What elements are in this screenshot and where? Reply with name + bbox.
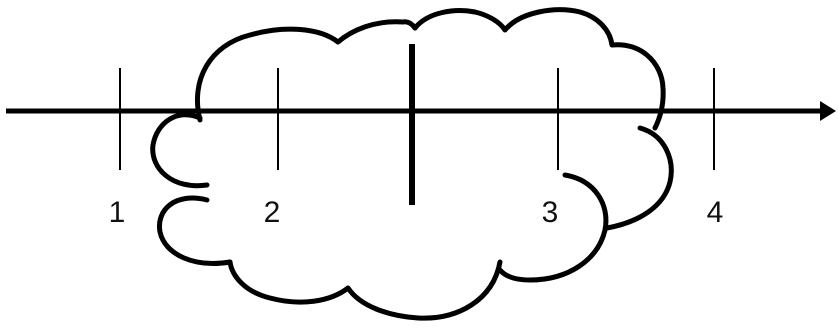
cloud-bottom-bumps [230, 262, 500, 318]
axis-arrowhead [820, 101, 836, 121]
tick-label-4: 4 [695, 198, 735, 228]
number-line [6, 101, 836, 121]
cloud-left-lower-bump [159, 198, 230, 263]
tick-label-3: 3 [530, 198, 570, 228]
cloud-top-left-bump [197, 22, 415, 120]
tick-label-1: 1 [97, 198, 137, 228]
cloud-right-lower-bump [607, 128, 671, 228]
cloud-left-upper-bump [153, 115, 207, 186]
tick-label-2: 2 [252, 198, 292, 228]
tick-marks [120, 68, 714, 170]
